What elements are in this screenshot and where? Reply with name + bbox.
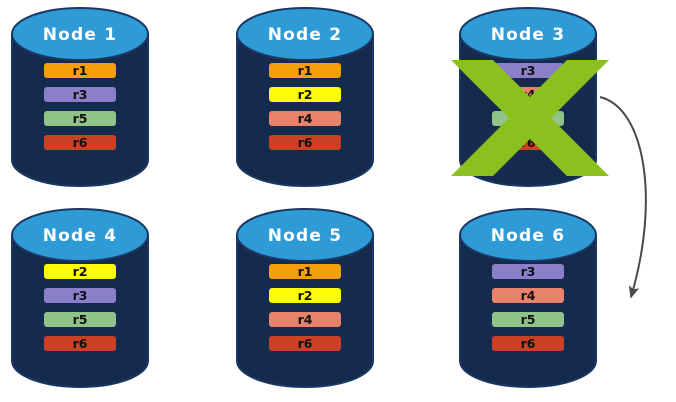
record-label: r3 [73,87,88,102]
record-bar-fill [269,288,341,303]
record-label: r4 [521,288,536,303]
node-title: Node 3 [491,25,566,45]
record-bar-r1[interactable]: r1 [44,63,116,78]
record-bar-r4[interactable]: r4 [269,111,341,126]
record-label: r6 [73,135,88,150]
record-bar-r5[interactable]: r5 [44,312,116,327]
record-label: r2 [73,264,88,279]
record-label: r3 [73,288,88,303]
record-bar-fill [269,135,341,150]
record-bar-r5[interactable]: r5 [44,111,116,126]
record-bar-fill [44,264,116,279]
node-title: Node 5 [268,226,343,246]
record-bar-fill [44,135,116,150]
record-bar-r4[interactable]: r4 [269,312,341,327]
record-bar-r5[interactable]: r5 [492,312,564,327]
record-bar-r1[interactable]: r1 [269,264,341,279]
record-label: r1 [298,63,313,78]
record-bar-fill [44,63,116,78]
record-bar-fill [492,312,564,327]
record-label: r1 [298,264,313,279]
record-bar-r4[interactable]: r4 [492,288,564,303]
record-bar-fill [269,336,341,351]
record-label: r2 [298,288,313,303]
node-title: Node 4 [43,226,118,246]
record-label: r3 [521,63,536,78]
record-bar-r2[interactable]: r2 [269,87,341,102]
cylinder-top-disc [236,7,374,61]
record-bar-r3[interactable]: r3 [44,288,116,303]
record-bar-fill [269,87,341,102]
record-bar-fill [269,312,341,327]
cylinder-top-disc [236,208,374,262]
record-label: r4 [298,111,313,126]
cylinder-top-disc [11,7,149,61]
record-label: r1 [73,63,88,78]
record-bar-fill [492,336,564,351]
record-bar-r6[interactable]: r6 [269,336,341,351]
record-label: r6 [298,135,313,150]
record-bar-fill [269,264,341,279]
record-bar-r2[interactable]: r2 [44,264,116,279]
record-label: r5 [73,111,88,126]
cylinder-top-disc [459,208,597,262]
record-bar-fill [44,336,116,351]
record-label: r4 [298,312,313,327]
record-bar-fill [44,111,116,126]
node-title: Node 2 [268,25,343,45]
record-bar-fill [44,288,116,303]
node-2-cylinder[interactable]: Node 2 r1 r2 r4 r6 [236,7,374,187]
record-bar-r1[interactable]: r1 [269,63,341,78]
node-4-cylinder[interactable]: Node 4 r2 r3 r5 r6 [11,208,149,388]
cylinder-top-disc [11,208,149,262]
record-label: r6 [298,336,313,351]
record-bar-fill [44,87,116,102]
record-label: r5 [73,312,88,327]
record-label: r6 [521,336,536,351]
record-bar-fill [492,288,564,303]
node-6-cylinder[interactable]: Node 6 r3 r4 r5 r6 [459,208,597,388]
record-bar-r3[interactable]: r3 [44,87,116,102]
record-bar-fill [492,264,564,279]
node-failure-x-icon [451,60,609,176]
record-bar-fill [44,312,116,327]
node-title: Node 1 [43,25,118,45]
record-label: r3 [521,264,536,279]
record-bar-r3[interactable]: r3 [492,63,564,78]
x-stroke-up [451,60,609,176]
cylinder-top-disc [459,7,597,61]
record-label: r6 [73,336,88,351]
node-1-cylinder[interactable]: Node 1 r1 r3 r5 r6 [11,7,149,187]
node-title: Node 6 [491,226,566,246]
arrow-line [599,96,647,299]
record-bar-fill [269,111,341,126]
replication-arrow [599,96,647,299]
record-bar-r2[interactable]: r2 [269,288,341,303]
node-5-cylinder[interactable]: Node 5 r1 r2 r4 r6 [236,208,374,388]
record-bar-r6[interactable]: r6 [44,135,116,150]
overlay-layer [451,60,647,299]
record-label: r5 [521,312,536,327]
record-bar-r6[interactable]: r6 [269,135,341,150]
record-bar-r6[interactable]: r6 [44,336,116,351]
record-label: r2 [298,87,313,102]
record-bar-fill [269,63,341,78]
record-bar-fill [492,63,564,78]
record-bar-r6[interactable]: r6 [492,336,564,351]
record-bar-r3[interactable]: r3 [492,264,564,279]
